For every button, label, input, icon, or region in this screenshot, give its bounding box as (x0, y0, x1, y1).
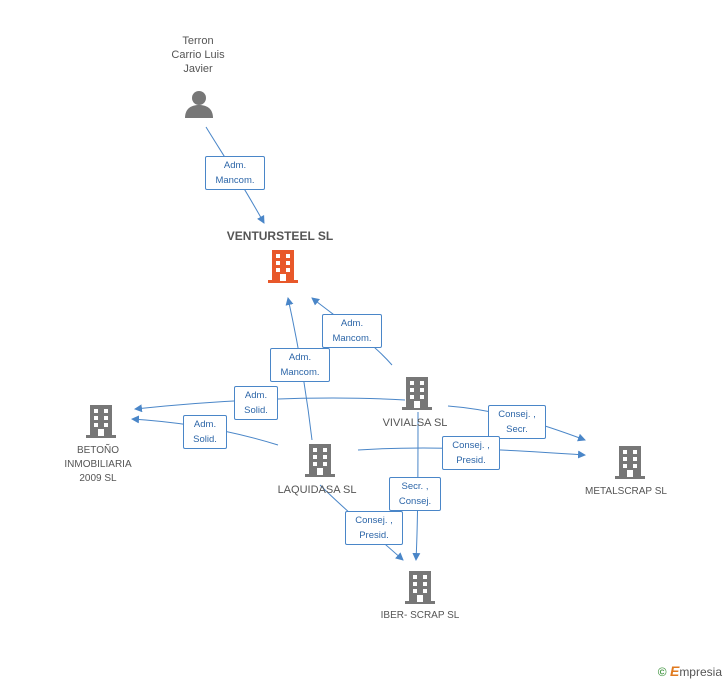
vivialsa-label: VIVIALSA SL (382, 417, 448, 429)
ventursteel-building-icon[interactable] (267, 249, 299, 283)
edge-label-vivialsa-iberscrap[interactable]: Secr. , Consej. (389, 477, 441, 511)
betono-label: BETOÑO INMOBILIARIA 2009 SL (64, 445, 132, 484)
laquidasa-building-icon[interactable] (304, 443, 336, 477)
ventursteel-label: VENTURSTEEL SL (226, 229, 334, 243)
edge-label-vivialsa-metalscrap[interactable]: Consej. , Secr. (488, 405, 546, 439)
edge-label-vivialsa-ventursteel[interactable]: Adm. Mancom. (322, 314, 382, 348)
edge-label-person-ventursteel[interactable]: Adm. Mancom. (205, 156, 265, 190)
betono-building-icon[interactable] (85, 404, 117, 438)
copyright-symbol: © (657, 665, 667, 679)
vivialsa-building-icon[interactable] (401, 376, 433, 410)
edge-label-laquidasa-betono[interactable]: Adm. Solid. (183, 415, 227, 449)
iberscrap-building-icon[interactable] (404, 570, 436, 604)
metalscrap-building-icon[interactable] (614, 445, 646, 479)
person-label: Terron Carrio Luis Javier (171, 35, 225, 75)
brand-name: mpresia (679, 665, 722, 679)
edge-label-laquidasa-iberscrap[interactable]: Consej. , Presid. (345, 511, 403, 545)
person-icon[interactable] (184, 89, 214, 119)
edge-label-laquidasa-ventursteel[interactable]: Adm. Mancom. (270, 348, 330, 382)
edge-label-vivialsa-betono[interactable]: Adm. Solid. (234, 386, 278, 420)
iberscrap-label: IBER- SCRAP SL (380, 610, 460, 621)
metalscrap-label: METALSCRAP SL (585, 486, 667, 497)
laquidasa-label: LAQUIDASA SL (277, 484, 357, 496)
edge-label-laquidasa-metalscrap[interactable]: Consej. , Presid. (442, 436, 500, 470)
brand-initial: E (669, 663, 680, 679)
empresia-brand[interactable]: © Empresia (658, 663, 722, 679)
